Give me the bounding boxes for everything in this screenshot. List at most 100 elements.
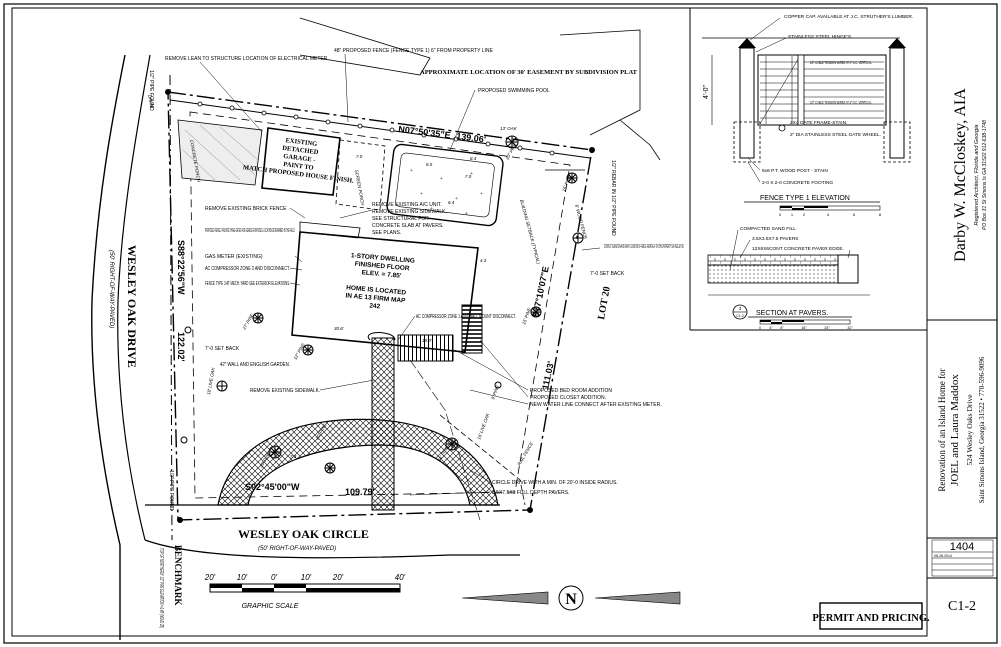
bearing-left: S88°22'56"W [176, 240, 186, 295]
callout-pool: PROPOSED SWIMMING POOL [478, 88, 550, 94]
street-wesley-drive: WESLEY OAK DRIVE [125, 245, 139, 368]
fence-elevation-title: FENCE TYPE 1 ELEVATION [760, 195, 850, 202]
callout-setback-right: 7'-0 SET BACK [590, 271, 625, 277]
fence-footing: 2-0 X 2-0 CONCRETE FOOTING [762, 180, 833, 186]
screen-porch [335, 139, 386, 211]
callout-ac-zone2: AC COMPRESSOR ZONE 2 AND DISCONNECT. [205, 266, 290, 272]
paver-scale: 0 4" 8" 16" 24" 32" [759, 319, 853, 330]
fence-cable-bottom: 1/2" CABLE TENSION WIRES AT 4" O.C. VERT… [810, 100, 872, 106]
scale-title: GRAPHIC SCALE [242, 603, 299, 610]
fence-posts [197, 101, 555, 156]
paver-edge: 12X6X6CONT CONCRETE PAVER EDGE. [752, 246, 844, 252]
bearing-top-dist: 139.06' [456, 131, 487, 145]
svg-text:+: + [440, 176, 443, 182]
trees [180, 135, 584, 474]
callout-remove-sidewalk-1: REMOVE EXISTING SIDEWALK. [372, 209, 447, 215]
svg-text:4: 4 [827, 212, 830, 217]
scale-tick: 10' [237, 573, 248, 582]
svg-text:+: + [480, 191, 483, 197]
svg-text:6.4: 6.4 [448, 200, 455, 205]
callout-setback-left: 7'-0 SET BACK [205, 346, 240, 352]
callout-remove-brick-fence: REMOVE EXISTING BRICK FENCE [205, 206, 287, 212]
svg-text:+: + [470, 171, 473, 177]
svg-text:12" PINE: 12" PINE [293, 341, 307, 360]
benchmark-note: TOP OF NORTHERLY 1/2" PIPE ELEVATION = 6… [158, 548, 164, 628]
proposed-closet-addition [461, 304, 483, 354]
svg-text:19.9': 19.9' [422, 338, 432, 343]
street-wesley-circle-row: (50' RIGHT-OF-WAY-PAVED) [258, 546, 336, 552]
svg-text:7.3: 7.3 [290, 454, 297, 459]
paver-sand-fill: COMPACTED SAND FILL [740, 226, 796, 232]
callout-concrete-slab: CONCRETE SLAB AT PAVERS. [372, 223, 444, 229]
fence-gate-wheel: 2" DIA STAINLESS STEEL GATE WHEEL. [790, 132, 881, 138]
svg-text:SCREEN PORCH: SCREEN PORCH [354, 169, 365, 206]
svg-text:15' PINE: 15' PINE [561, 173, 572, 192]
client-name: JOEL and Laura Maddox [949, 374, 961, 486]
callout-ac-zone1: AC COMPRESSOR ZONE 1 AND WALL MOUNT DISC… [416, 314, 516, 320]
callout-fence-type3: FENCE TYPE 3 AT MECH. YARD SEE EXTERIOR … [205, 281, 290, 287]
svg-text:6.5: 6.5 [426, 162, 433, 167]
rebar-found: 1/2" REBAR IN 1/2" PIPE FOUND [610, 160, 616, 236]
svg-text:DRIVE: DRIVE [147, 94, 154, 109]
fence-cable-top: 1/2" CABLE TENSION WIRES AT 4" O.C. VERT… [810, 60, 872, 66]
scale-tick: 0' [271, 573, 277, 582]
svg-text:1: 1 [791, 212, 794, 217]
pipe-found-top: 1/2" PIPE FOUND [148, 70, 154, 111]
svg-text:8: 8 [879, 212, 882, 217]
site-callouts: REMOVE LEAN TO STRUCTURE LOCATION OF ELE… [165, 48, 684, 496]
svg-text:8.4: 8.4 [470, 156, 477, 161]
callout-wall-garden: 42" WALL AND ENGLISH GARDEN. [220, 362, 290, 368]
paver-section: COMPACTED SAND FILL 3.5X3.5X7.5 PAVERS 1… [707, 226, 870, 330]
fence-wood-post: 6x6 P.T. WOOD POST - STAIN [762, 168, 828, 174]
setback-line [189, 111, 571, 499]
sheet-number: C1-2 [948, 599, 976, 614]
permit-stamp: PERMIT AND PRICING. [812, 602, 930, 630]
street-wesley-drive-row: (50' RIGHT-OF-WAY-PAVED) [108, 250, 114, 328]
graphic-scale: 20' 10' 0' 10' 20' 40' GRAPHIC SCALE [204, 573, 406, 610]
svg-text:2: 2 [803, 212, 806, 217]
street-wesley-circle: WESLEY OAK CIRCLE [238, 527, 369, 541]
callout-see-plans: SEE PLANS. [372, 230, 401, 236]
scale-tick: 10' [301, 573, 312, 582]
paver-ref-sheet: C1-2 [736, 314, 744, 318]
callout-circle-drive: CIRCLE DRIVE WITH A MIN. OF 20'-0 INSIDE… [492, 480, 618, 486]
callout-remove-sidewalk-2: REMOVE EXISTING SIDEWALK. [250, 388, 320, 394]
road-edge-left [91, 54, 126, 640]
callout-water-line: NEW WATER LINE CONNECT AFTER EXISTING ME… [530, 402, 662, 408]
svg-text:ELEV. = 7.85': ELEV. = 7.85' [361, 269, 402, 279]
paver-pavers: 3.5X3.5X7.5 PAVERS [752, 236, 799, 242]
circle-drive [217, 418, 499, 506]
svg-text:+: + [430, 206, 433, 212]
svg-text:15' PINE: 15' PINE [521, 306, 532, 325]
callout-contact-surveyor: CONTACT SURVEYOR AND VERIFY LOCATION OF … [604, 244, 684, 250]
bearing-bottom: S02°45'00"W [245, 482, 300, 492]
svg-text:0: 0 [759, 326, 761, 330]
architect-name: Darby W. McCloskey, AIA [952, 88, 969, 262]
svg-text:27' PINE: 27' PINE [241, 312, 255, 331]
fence-elevation: 4'-0" COPPER CAP. AVAILABLE AT J.C. STRU… [702, 14, 913, 217]
flood-map-number: 242 [369, 302, 381, 310]
svg-text:RAIL FENCE: RAIL FENCE [517, 440, 535, 466]
bearing-right-dist: 111.03' [540, 360, 556, 390]
proposed-bedroom-addition [397, 334, 454, 362]
architect-address: PO Box 31 St Simons Is GA 31522 912-638-… [982, 120, 988, 230]
north-arrow-icon: N [461, 585, 681, 611]
svg-text:FINISHED FLOOR: FINISHED FLOOR [354, 261, 410, 273]
callout-closet-addition: PROPOSED CLOSET ADDITION. [530, 395, 606, 401]
callout-remove-ac: REMOVE EXISTING A/C UNIT. [372, 202, 442, 208]
job-number: 1404 [950, 541, 974, 553]
concrete-porch [177, 119, 263, 186]
svg-text:7.0: 7.0 [465, 174, 472, 179]
svg-text:32": 32" [847, 326, 853, 330]
project-line1: Renovation of an Island Home for [937, 368, 947, 491]
site-plan: +++ +++ ++ [91, 17, 661, 640]
callout-easement: APPROXIMATE LOCATION OF 30' EASEMENT BY … [420, 69, 638, 76]
svg-text:13' OAK: 13' OAK [500, 126, 518, 131]
callout-gas-meter: GAS METER (EXISTING) [205, 254, 263, 260]
circle-road-bottom [144, 539, 520, 559]
svg-text:16": 16" [801, 326, 807, 330]
svg-text:6: 6 [853, 212, 856, 217]
paver-section-title: SECTION AT PAVERS. [756, 310, 828, 317]
paver-ref-num: 3 [739, 306, 742, 311]
drawing-date: 08-28-2014 [934, 554, 952, 558]
